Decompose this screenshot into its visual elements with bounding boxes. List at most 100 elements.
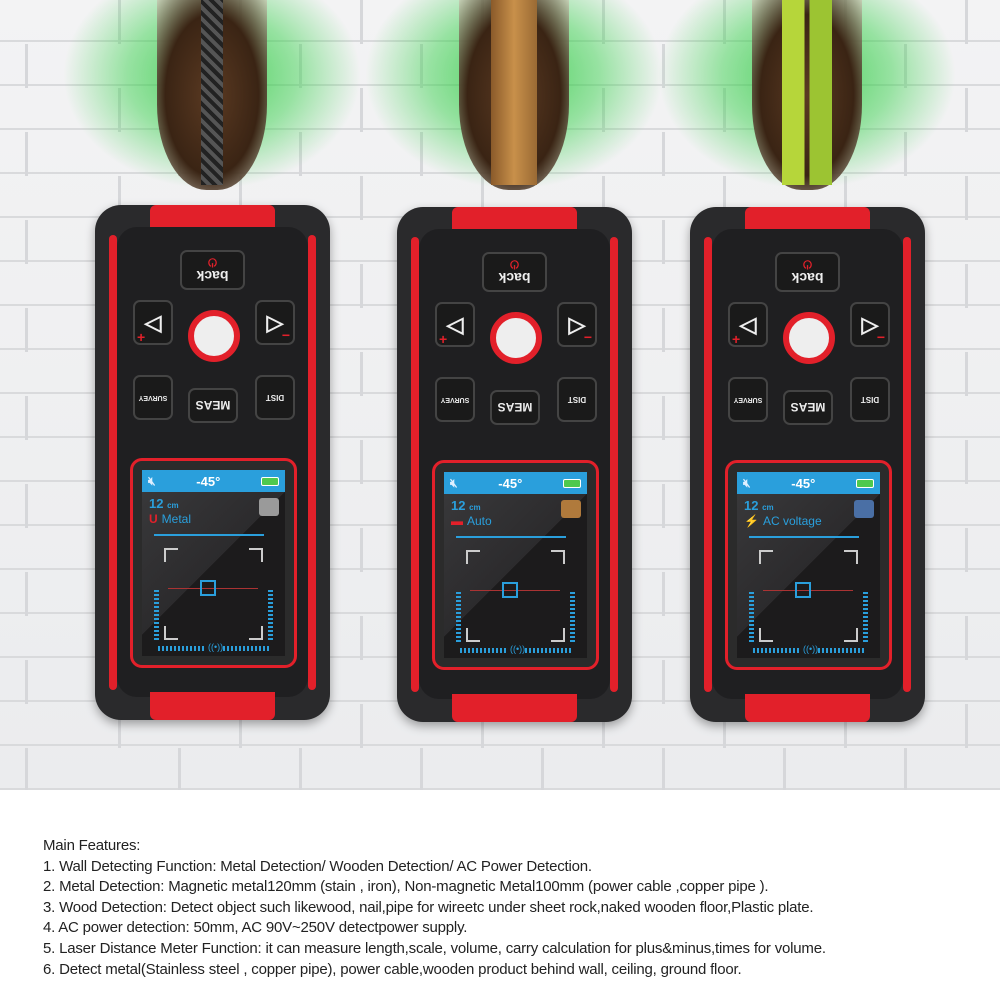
corner-mark xyxy=(551,550,565,564)
corner-mark xyxy=(249,548,263,562)
left-plus-button[interactable]: ◁+ xyxy=(435,302,475,347)
back-button[interactable]: back⏻ xyxy=(180,250,245,290)
feature-item: 6. Detect metal(Stainless steel , copper… xyxy=(43,960,742,978)
distance-value: 12 xyxy=(451,498,466,513)
product-scene: back⏻ ◁+ ▷− SURVEY MEAS DIST 🔇︎ -45° 12 … xyxy=(0,0,1000,790)
dist-button[interactable]: DIST xyxy=(557,377,597,422)
mute-icon: 🔇︎ xyxy=(450,475,458,490)
power-icon: ⏻ xyxy=(803,258,812,271)
feature-item: 3. Wood Detection: Detect object such li… xyxy=(43,898,814,916)
right-minus-button[interactable]: ▷− xyxy=(255,300,295,345)
signal-bars-left xyxy=(456,592,461,642)
features-list: Main Features: 1. Wall Detecting Functio… xyxy=(43,836,826,980)
signal-bars-bottom xyxy=(753,648,799,653)
battery-icon xyxy=(261,476,279,486)
distance-readout: 12 cm xyxy=(744,498,880,513)
corner-mark xyxy=(249,626,263,640)
crosshair-line xyxy=(470,590,560,591)
mode-indicator: ⚡AC voltage xyxy=(744,514,880,528)
red-side-stripe xyxy=(903,237,911,692)
dist-label: DIST xyxy=(265,393,285,402)
back-button[interactable]: back⏻ xyxy=(775,252,840,292)
dist-label: DIST xyxy=(567,395,587,404)
mode-underline xyxy=(154,534,264,536)
screen-frame: 🔇︎ -45° 12 cm ⚡AC voltage ((•)) xyxy=(725,460,892,670)
left-plus-button[interactable]: ◁+ xyxy=(728,302,768,347)
meas-button[interactable]: MEAS xyxy=(188,388,238,423)
distance-value: 12 xyxy=(744,498,759,513)
material-badge-icon xyxy=(561,500,581,518)
red-bottom-cap xyxy=(745,694,870,722)
corner-mark xyxy=(164,548,178,562)
stud-finder-device: back⏻ ◁+ ▷− SURVEY MEAS DIST 🔇︎ -45° 12 … xyxy=(397,207,632,722)
target-square xyxy=(200,580,216,596)
status-bar: 🔇︎ -45° xyxy=(737,472,880,494)
minus-icon: − xyxy=(876,329,885,345)
triangle-right-icon: ▷ xyxy=(861,311,879,337)
material-badge-icon xyxy=(854,500,874,518)
laser-lens xyxy=(490,312,542,364)
meas-button[interactable]: MEAS xyxy=(783,390,833,425)
meas-button[interactable]: MEAS xyxy=(490,390,540,425)
rebar-object xyxy=(201,0,223,185)
mute-icon: 🔇︎ xyxy=(743,475,751,490)
stud-finder-device: back⏻ ◁+ ▷− SURVEY MEAS DIST 🔇︎ -45° 12 … xyxy=(95,205,330,720)
battery-icon xyxy=(856,478,874,488)
signal-bars-left xyxy=(154,590,159,640)
survey-button[interactable]: SURVEY xyxy=(133,375,173,420)
angle-readout: -45° xyxy=(498,475,523,491)
magnet-icon: U xyxy=(149,512,158,526)
crosshair-line xyxy=(168,588,258,589)
survey-button[interactable]: SURVEY xyxy=(728,377,768,422)
distance-unit: cm xyxy=(469,503,481,512)
triangle-right-icon: ▷ xyxy=(266,309,284,335)
red-top-cap xyxy=(745,207,870,229)
target-square xyxy=(795,582,811,598)
right-minus-button[interactable]: ▷− xyxy=(557,302,597,347)
red-side-stripe xyxy=(411,237,419,692)
brick-row xyxy=(0,748,1000,790)
material-badge-icon xyxy=(259,498,279,516)
mute-icon: 🔇︎ xyxy=(148,473,156,488)
lcd-screen: 🔇︎ -45° 12 cm ⚡AC voltage ((•)) xyxy=(737,472,880,658)
triangle-left-icon: ◁ xyxy=(739,311,757,337)
corner-mark xyxy=(844,628,858,642)
plus-icon: + xyxy=(137,329,146,345)
angle-readout: -45° xyxy=(791,475,816,491)
red-side-stripe xyxy=(704,237,712,692)
left-plus-button[interactable]: ◁+ xyxy=(133,300,173,345)
signal-bars-bottom xyxy=(525,648,571,653)
status-bar: 🔇︎ -45° xyxy=(142,470,285,492)
screen-frame: 🔇︎ -45° 12 cm ▬Auto ((•)) xyxy=(432,460,599,670)
signal-bars-left xyxy=(749,592,754,642)
red-side-stripe xyxy=(610,237,618,692)
laser-lens xyxy=(783,312,835,364)
triangle-right-icon: ▷ xyxy=(568,311,586,337)
survey-button[interactable]: SURVEY xyxy=(435,377,475,422)
corner-mark xyxy=(466,628,480,642)
red-side-stripe xyxy=(308,235,316,690)
corner-mark xyxy=(164,626,178,640)
corner-mark xyxy=(759,550,773,564)
corner-mark xyxy=(759,628,773,642)
dist-button[interactable]: DIST xyxy=(850,377,890,422)
right-minus-button[interactable]: ▷− xyxy=(850,302,890,347)
mode-label: Auto xyxy=(467,514,492,528)
stud-finder-device: back⏻ ◁+ ▷− SURVEY MEAS DIST 🔇︎ -45° 12 … xyxy=(690,207,925,722)
dist-button[interactable]: DIST xyxy=(255,375,295,420)
corner-mark xyxy=(844,550,858,564)
features-title: Main Features: xyxy=(43,837,141,854)
red-bottom-cap xyxy=(150,692,275,720)
power-icon: ⏻ xyxy=(208,256,217,269)
red-bottom-cap xyxy=(452,694,577,722)
wood-object xyxy=(491,0,537,185)
signal-bars-right xyxy=(570,592,575,642)
signal-bars-bottom xyxy=(223,646,269,651)
feature-item: 2. Metal Detection: Magnetic metal120mm … xyxy=(43,878,769,896)
back-button[interactable]: back⏻ xyxy=(482,252,547,292)
ac-voltage-icon: ⚡ xyxy=(744,514,759,528)
signal-bars-bottom xyxy=(158,646,204,651)
signal-icon: ((•)) xyxy=(208,642,224,652)
